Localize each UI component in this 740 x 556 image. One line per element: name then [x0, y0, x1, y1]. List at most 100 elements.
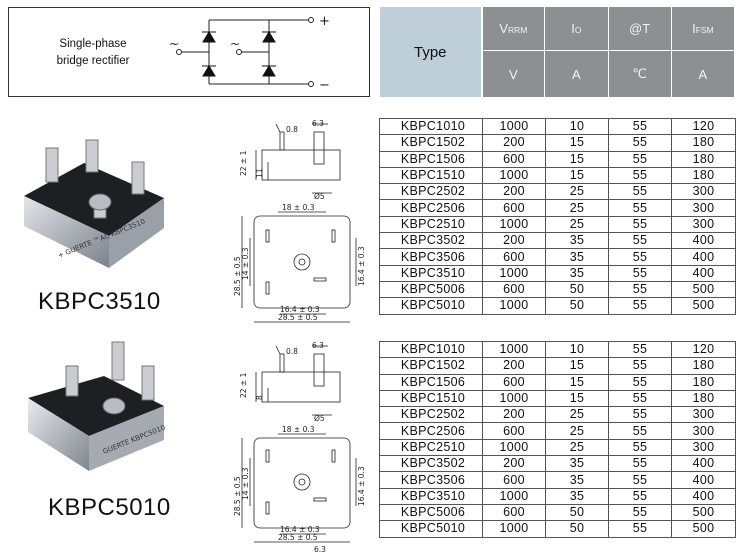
- cell-ifsm: 400: [671, 248, 736, 266]
- cell-ifsm: 500: [671, 520, 736, 538]
- cell-vrrm: 600: [482, 471, 546, 489]
- cell-ifsm: 180: [671, 134, 736, 152]
- cell-io: 35: [545, 455, 609, 473]
- dim-top-spacing: 18 ± 0.3: [282, 203, 315, 212]
- cell-temp: 55: [608, 248, 672, 266]
- schematic-caption-line2: bridge rectifier: [56, 55, 130, 67]
- dim-lead-spacing-right-b: 16.4 ± 0.3: [357, 466, 366, 506]
- cell-temp: 55: [608, 199, 672, 217]
- cell-temp: 55: [608, 297, 672, 315]
- cell-ifsm: 180: [671, 150, 736, 168]
- cell-io: 15: [545, 389, 609, 408]
- dim-lead-width-bottom: 6.3: [314, 545, 326, 554]
- cell-ifsm: 120: [671, 117, 736, 136]
- unit-v: V: [480, 50, 546, 98]
- cell-vrrm: 1000: [482, 389, 546, 408]
- cell-ifsm: 180: [671, 166, 736, 185]
- dim-lead-width-b: 6.3: [312, 341, 324, 350]
- cell-vrrm: 1000: [482, 487, 546, 505]
- cell-ifsm: 300: [671, 422, 736, 440]
- schematic-panel: Single-phase bridge rectifier: [8, 7, 370, 97]
- cell-temp: 55: [608, 183, 672, 201]
- cell-vrrm: 600: [482, 150, 546, 168]
- cell-io: 10: [545, 340, 609, 359]
- schematic-caption: Single-phase bridge rectifier: [33, 36, 153, 70]
- cell-type: KBPC2510: [379, 438, 483, 457]
- cell-vrrm: 600: [482, 422, 546, 440]
- cell-vrrm: 1000: [482, 297, 546, 315]
- dim-lead-spacing-h-b: 16.4 ± 0.3: [280, 525, 320, 534]
- cell-temp: 55: [608, 471, 672, 489]
- kbpc3510-photo: + GUERTE ™AC KBPC3510: [24, 139, 164, 268]
- spec-header-table: Type VRRM IO @T IFSM V A ℃ A: [379, 5, 736, 98]
- cell-vrrm: 200: [482, 455, 546, 473]
- cell-type: KBPC1502: [379, 134, 483, 152]
- cell-temp: 55: [608, 520, 672, 538]
- cell-vrrm: 600: [482, 199, 546, 217]
- dim-lead-thickness: 0.8: [286, 125, 298, 134]
- cell-io: 15: [545, 134, 609, 152]
- cell-io: 50: [545, 280, 609, 299]
- cell-temp: 55: [608, 232, 672, 250]
- ac-symbol-right: ~: [230, 37, 240, 51]
- cell-io: 50: [545, 297, 609, 315]
- dim-body-length-h: 28.5 ± 0.5: [278, 313, 318, 322]
- cell-ifsm: 180: [671, 357, 736, 375]
- unit-celsius: ℃: [607, 50, 672, 98]
- unit-a: A: [544, 50, 609, 98]
- cell-vrrm: 600: [482, 373, 546, 391]
- cell-ifsm: 300: [671, 199, 736, 217]
- dim-lead-width: 6.3: [312, 119, 324, 128]
- cell-vrrm: 1000: [482, 340, 546, 359]
- cell-temp: 55: [608, 134, 672, 152]
- cell-io: 50: [545, 503, 609, 522]
- cell-ifsm: 180: [671, 389, 736, 408]
- cell-type: KBPC1010: [379, 117, 483, 136]
- header-io: IO: [544, 5, 609, 52]
- cell-temp: 55: [608, 264, 672, 282]
- cell-io: 15: [545, 166, 609, 185]
- dim-body-length-h-b: 28.5 ± 0.5: [278, 533, 318, 542]
- dim-top-spacing-b: 18 ± 0.3: [282, 425, 315, 434]
- cell-vrrm: 1000: [482, 215, 546, 234]
- cell-temp: 55: [608, 280, 672, 299]
- cell-temp: 55: [608, 340, 672, 359]
- cell-io: 25: [545, 438, 609, 457]
- cell-vrrm: 200: [482, 134, 546, 152]
- cell-type: KBPC5010: [379, 520, 483, 538]
- cell-vrrm: 200: [482, 183, 546, 201]
- cell-ifsm: 300: [671, 406, 736, 424]
- cell-temp: 55: [608, 438, 672, 457]
- cell-io: 10: [545, 117, 609, 136]
- cell-io: 50: [545, 520, 609, 538]
- dim-body-height: 11: [255, 168, 264, 178]
- cell-vrrm: 1000: [482, 438, 546, 457]
- cell-temp: 55: [608, 166, 672, 185]
- cell-io: 25: [545, 406, 609, 424]
- cell-vrrm: 200: [482, 357, 546, 375]
- cell-io: 25: [545, 183, 609, 201]
- cell-temp: 55: [608, 503, 672, 522]
- cell-vrrm: 600: [482, 248, 546, 266]
- cell-vrrm: 1000: [482, 264, 546, 282]
- cell-temp: 55: [608, 150, 672, 168]
- cell-type: KBPC1010: [379, 340, 483, 359]
- cell-ifsm: 400: [671, 471, 736, 489]
- cell-ifsm: 400: [671, 232, 736, 250]
- cell-temp: 55: [608, 455, 672, 473]
